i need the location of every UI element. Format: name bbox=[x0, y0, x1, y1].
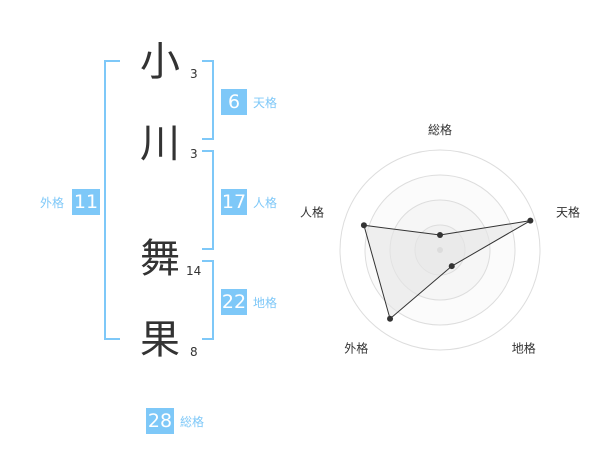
soukaku-score: 28 bbox=[146, 408, 174, 434]
radar-point-5 bbox=[360, 222, 367, 229]
radar-polygon bbox=[363, 220, 531, 320]
chikaku-bracket bbox=[202, 260, 214, 340]
gaikaku-score: 11 bbox=[72, 189, 100, 215]
tenkaku-label: 天格 bbox=[253, 96, 278, 110]
name-char-1: 小 bbox=[140, 39, 180, 85]
radar-axis-label-3: 地格 bbox=[512, 341, 536, 356]
name-char-2: 川 bbox=[140, 121, 180, 167]
name-char-3: 舞 bbox=[140, 236, 180, 282]
stroke-count-4: 8 bbox=[190, 345, 198, 359]
radar-point-4 bbox=[387, 315, 394, 322]
soukaku-label: 総格 bbox=[180, 415, 205, 429]
jinkaku-bracket bbox=[202, 150, 214, 250]
stroke-count-3: 14 bbox=[186, 264, 202, 278]
stroke-count-2: 3 bbox=[190, 147, 198, 161]
jinkaku-score: 17 bbox=[221, 189, 247, 215]
tenkaku-score: 6 bbox=[221, 89, 247, 115]
tenkaku-bracket bbox=[202, 60, 214, 140]
radar-point-2 bbox=[527, 217, 534, 224]
stroke-count-1: 3 bbox=[190, 67, 198, 81]
jinkaku-label: 人格 bbox=[253, 196, 278, 210]
chikaku-label: 地格 bbox=[253, 296, 278, 310]
name-char-4: 果 bbox=[140, 317, 180, 363]
radar-axis-label-4: 外格 bbox=[344, 341, 368, 356]
radar-point-3 bbox=[448, 263, 455, 270]
radar-point-1 bbox=[437, 232, 443, 238]
radar-axis-label-5: 人格 bbox=[300, 204, 324, 219]
gaikaku-bracket bbox=[104, 60, 120, 340]
chikaku-score: 22 bbox=[221, 289, 247, 315]
gaikaku-label: 外格 bbox=[40, 196, 65, 210]
radar-axis-label-1: 総格 bbox=[428, 122, 452, 137]
radar-axis-label-2: 天格 bbox=[556, 204, 580, 219]
